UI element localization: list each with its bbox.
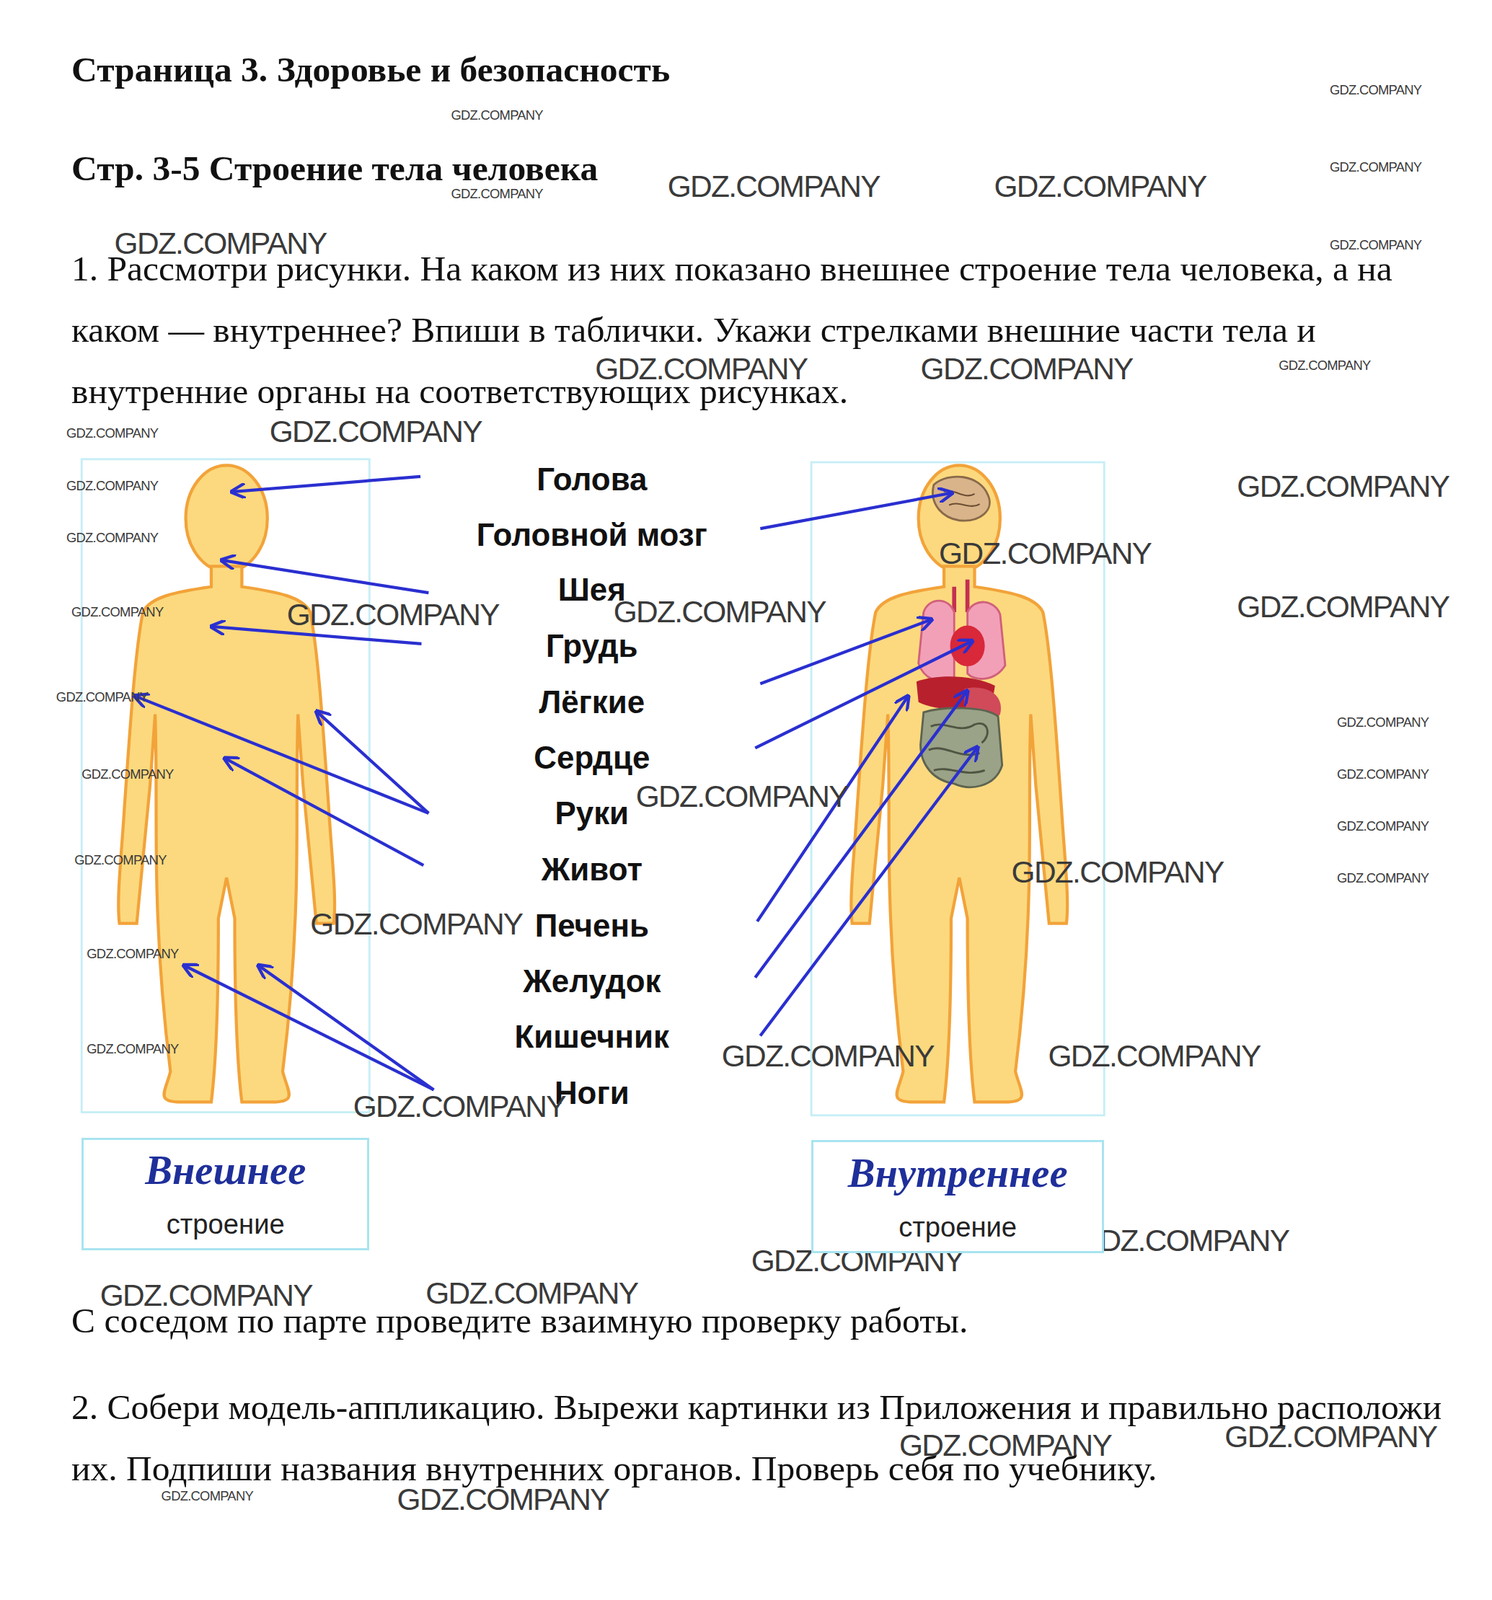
watermark: GDZ.COMPANY bbox=[66, 530, 158, 546]
caption-title: Внешнее bbox=[144, 1147, 306, 1194]
watermark: GDZ.COMPANY bbox=[114, 226, 327, 262]
watermark: GDZ.COMPANY bbox=[938, 536, 1151, 572]
body-part-word: Грудь bbox=[545, 628, 639, 665]
watermark: GDZ.COMPANY bbox=[1329, 159, 1422, 176]
watermark: GDZ.COMPANY bbox=[161, 1488, 254, 1505]
watermark: GDZ.COMPANY bbox=[1278, 357, 1371, 374]
watermark: GDZ.COMPANY bbox=[1236, 469, 1449, 505]
caption-box: Внутреннее строение bbox=[811, 1140, 1105, 1254]
watermark: GDZ.COMPANY bbox=[66, 425, 158, 442]
watermark: GDZ.COMPANY bbox=[287, 597, 500, 633]
watermark: GDZ.COMPANY bbox=[613, 594, 826, 630]
caption-title: Внутреннее bbox=[848, 1150, 1068, 1197]
caption-text: строение bbox=[166, 1208, 285, 1241]
watermark: GDZ.COMPANY bbox=[636, 779, 849, 815]
pointer-arrows bbox=[134, 476, 978, 1091]
watermark: GDZ.COMPANY bbox=[71, 604, 163, 621]
body-part-word: Печень bbox=[535, 907, 650, 944]
body-part-word: Голова bbox=[536, 461, 647, 498]
watermark: GDZ.COMPANY bbox=[1336, 714, 1429, 731]
watermark: GDZ.COMPANY bbox=[451, 107, 544, 124]
watermark: GDZ.COMPANY bbox=[667, 169, 880, 205]
watermark: GDZ.COMPANY bbox=[397, 1482, 610, 1518]
watermark: GDZ.COMPANY bbox=[353, 1089, 566, 1125]
watermark: GDZ.COMPANY bbox=[1236, 589, 1449, 625]
watermark: GDZ.COMPANY bbox=[1336, 870, 1429, 887]
watermark: GDZ.COMPANY bbox=[269, 414, 482, 450]
watermark: GDZ.COMPANY bbox=[100, 1278, 313, 1314]
subtitle: Стр. 3-5 Строение тела человека bbox=[71, 147, 598, 189]
body-part-word: Головной мозг bbox=[476, 517, 708, 554]
body-part-word: Лёгкие bbox=[538, 684, 645, 721]
watermark: GDZ.COMPANY bbox=[1076, 1223, 1289, 1259]
watermark: GDZ.COMPANY bbox=[1011, 855, 1224, 890]
watermark: GDZ.COMPANY bbox=[86, 946, 179, 962]
body-part-word: Ноги bbox=[554, 1075, 630, 1112]
watermark: GDZ.COMPANY bbox=[1048, 1039, 1261, 1074]
watermark: GDZ.COMPANY bbox=[1329, 82, 1422, 99]
body-part-word: Руки bbox=[555, 795, 630, 832]
watermark: GDZ.COMPANY bbox=[310, 907, 523, 942]
watermark: GDZ.COMPANY bbox=[1329, 237, 1422, 254]
watermark: GDZ.COMPANY bbox=[899, 1428, 1112, 1464]
watermark: GDZ.COMPANY bbox=[1224, 1419, 1437, 1455]
page-title: Страница 3. Здоровье и безопасность bbox=[71, 49, 670, 91]
body-part-word: Желудок bbox=[522, 963, 661, 1000]
watermark: GDZ.COMPANY bbox=[1336, 818, 1429, 835]
body-part-word: Сердце bbox=[533, 739, 650, 776]
caption-box: Внешнее строение bbox=[81, 1137, 370, 1251]
body-part-word: Кишечник bbox=[514, 1018, 670, 1056]
watermark: GDZ.COMPANY bbox=[425, 1276, 638, 1311]
watermark: GDZ.COMPANY bbox=[81, 766, 174, 783]
watermark: GDZ.COMPANY bbox=[86, 1041, 179, 1058]
watermark: GDZ.COMPANY bbox=[594, 351, 807, 387]
watermark: GDZ.COMPANY bbox=[994, 169, 1207, 205]
watermark: GDZ.COMPANY bbox=[451, 186, 544, 202]
watermark: GDZ.COMPANY bbox=[1336, 766, 1429, 783]
instruction-text: 1. Рассмотри рисунки. На каком из них по… bbox=[71, 238, 1439, 423]
body-part-word: Живот bbox=[541, 851, 643, 888]
watermark: GDZ.COMPANY bbox=[66, 478, 158, 494]
caption-text: строение bbox=[898, 1211, 1017, 1244]
watermark: GDZ.COMPANY bbox=[721, 1039, 934, 1074]
watermark: GDZ.COMPANY bbox=[74, 852, 166, 869]
watermark: GDZ.COMPANY bbox=[56, 689, 148, 706]
watermark: GDZ.COMPANY bbox=[920, 351, 1133, 387]
